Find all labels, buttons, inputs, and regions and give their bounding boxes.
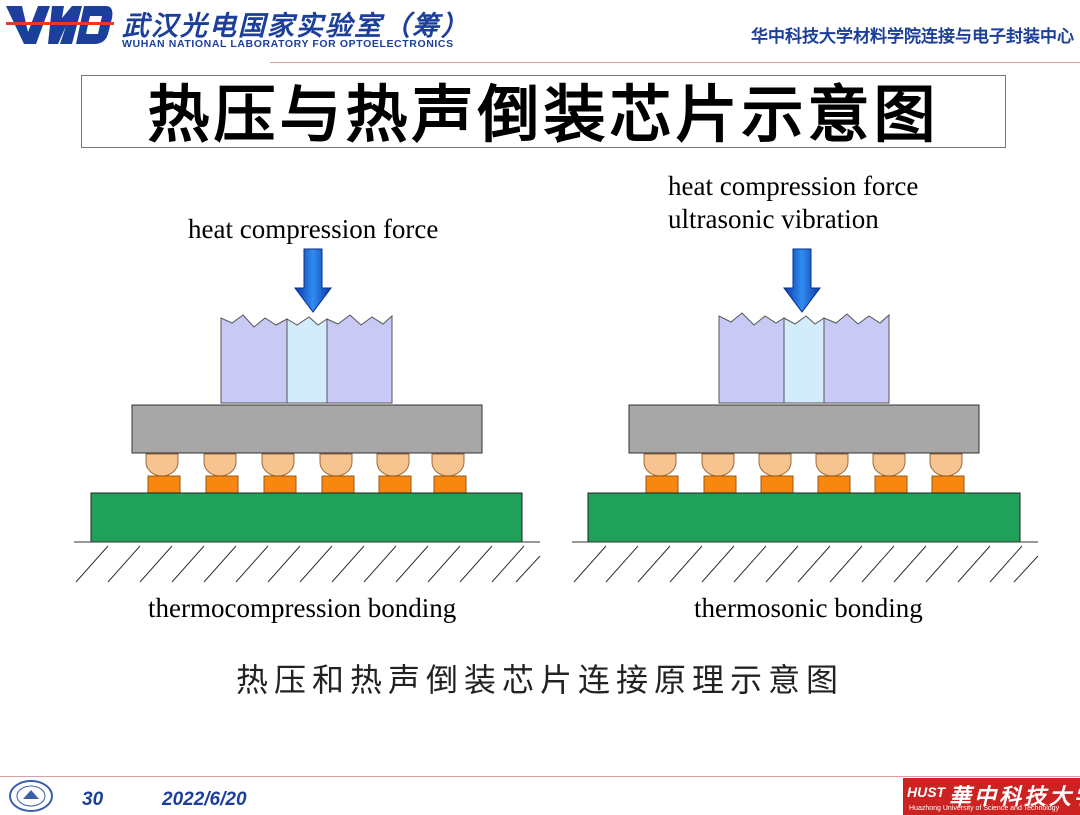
right-bond-tool [718, 312, 785, 404]
right-substrate [587, 492, 1021, 543]
university-name-chinese: 華中科技大学 [949, 784, 1080, 810]
left-chip [131, 404, 483, 454]
thermosonic-diagram: heat compression force ultrasonic vibrat… [572, 171, 1039, 623]
left-force-arrow [294, 248, 332, 313]
left-bumps [145, 453, 467, 494]
right-chip [628, 404, 980, 454]
left-bond-tool-right [326, 314, 393, 404]
lab-name-english: WUHAN NATIONAL LABORATORY FOR OPTOELECTR… [122, 38, 454, 50]
slide-title: 热压与热声倒装芯片示意图 [147, 78, 940, 151]
left-bond-tool [220, 314, 288, 404]
footer-divider [0, 776, 1080, 777]
right-bond-tool-tip [783, 315, 825, 404]
footer-date: 2022/6/20 [162, 789, 247, 810]
title-frame [81, 75, 1006, 148]
header-divider [270, 62, 1080, 63]
thermocompression-diagram: heat compression force [74, 214, 541, 623]
right-ground-hatch [572, 541, 1039, 583]
right-bond-label: thermosonic bonding [694, 593, 923, 623]
flip-chip-diagram: heat compression force [74, 171, 1039, 623]
hust-logo: HUST 華中科技大学 Huazhong University of Scien… [903, 778, 1080, 815]
figure-caption: 热压和热声倒装芯片连接原理示意图 [235, 661, 844, 699]
left-substrate [90, 492, 523, 543]
page-number: 30 [82, 789, 104, 810]
university-name-english: Huazhong University of Science and Techn… [909, 805, 1060, 812]
left-bond-label: thermocompression bonding [148, 593, 456, 623]
left-force-label: heat compression force [188, 214, 438, 244]
right-bond-tool-right [823, 313, 890, 404]
right-force-arrow [783, 248, 821, 313]
left-ground-hatch [74, 541, 541, 583]
university-seal-icon [9, 780, 53, 812]
right-force-label-1: heat compression force [668, 171, 918, 201]
right-bumps [643, 453, 965, 494]
center-name: 华中科技大学材料学院连接与电子封装中心 [751, 27, 1074, 46]
left-bond-tool-tip [286, 316, 328, 404]
wnl-logo [6, 6, 114, 44]
right-force-label-2: ultrasonic vibration [668, 204, 879, 234]
hust-mark-icon: HUST [907, 784, 946, 800]
lab-name-chinese: 武汉光电国家实验室（筹） [122, 11, 470, 42]
